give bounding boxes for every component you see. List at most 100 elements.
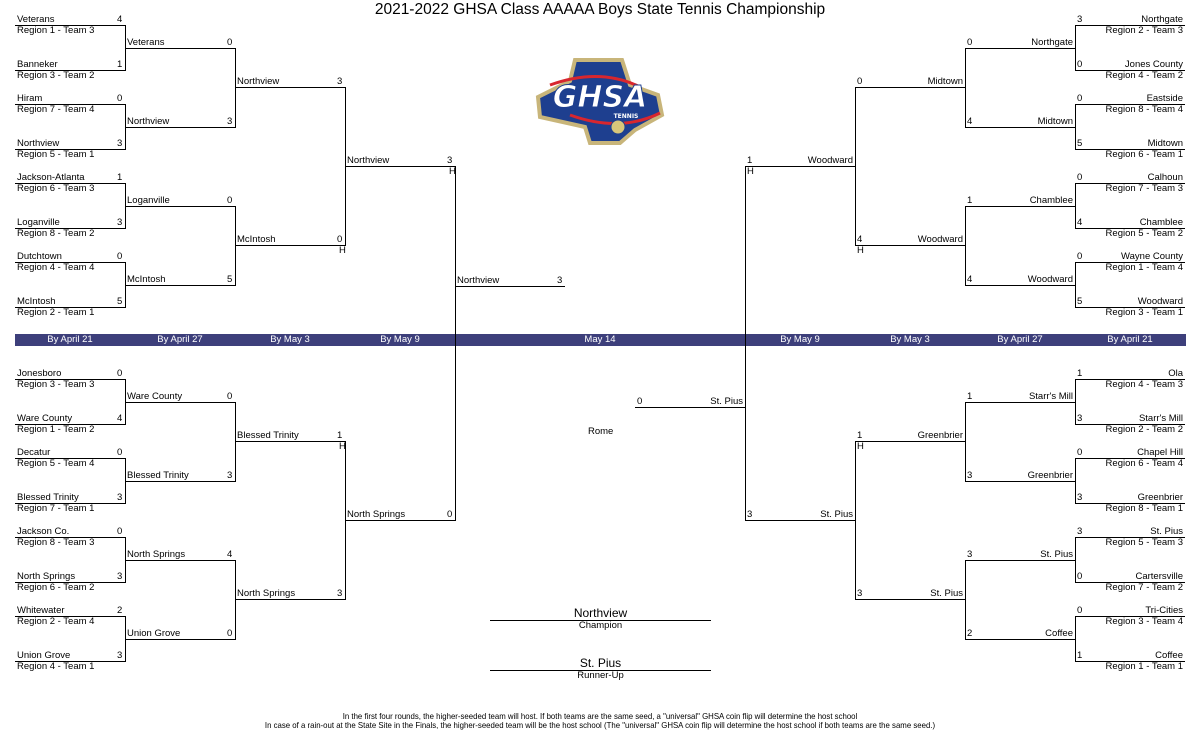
banner-label: By May 3 — [270, 334, 310, 345]
team-score: 5 — [1077, 296, 1083, 307]
bracket-line — [745, 520, 855, 521]
team-score: 3 — [117, 492, 123, 503]
bracket-connector — [1075, 458, 1076, 504]
bracket-line — [15, 262, 125, 263]
team-region: Region 7 - Team 4 — [17, 104, 95, 115]
team-score: 4 — [967, 273, 973, 285]
team-name: St. Pius — [710, 396, 743, 407]
team-score: 0 — [1077, 93, 1083, 104]
team-name: Greenbrier — [917, 430, 963, 441]
team-name: Midtown — [1147, 138, 1183, 149]
banner-label: By May 9 — [380, 334, 420, 345]
team-name: St. Pius — [820, 509, 853, 520]
team-score: 3 — [967, 469, 973, 481]
team-name: Chamblee — [1029, 194, 1073, 206]
team-name: Jackson Co. — [17, 526, 70, 537]
team-score: 1 — [117, 59, 123, 70]
team-region: Region 4 - Team 3 — [1105, 379, 1183, 390]
team-score: 0 — [117, 447, 123, 458]
bracket-line — [1075, 661, 1185, 662]
team-name: Union Grove — [127, 627, 181, 639]
bracket-line — [125, 47, 235, 49]
bracket-line — [125, 205, 235, 207]
team-region: Region 8 - Team 3 — [17, 537, 95, 548]
team-name: Blessed Trinity — [127, 469, 189, 481]
team-name: Greenbrier — [1027, 469, 1073, 481]
team-name: McIntosh — [237, 234, 276, 245]
team-score: 4 — [967, 115, 973, 127]
team-region: Region 3 - Team 3 — [17, 379, 95, 390]
team-name: Northgate — [1031, 36, 1073, 48]
team-name: Blessed Trinity — [237, 430, 299, 441]
team-name: Starr's Mill — [1028, 390, 1073, 402]
team-score: 0 — [117, 526, 123, 537]
note-line: In case of a rain-out at the State Site … — [264, 719, 936, 730]
team-name: Cartersville — [1135, 571, 1183, 582]
team-score: 0 — [1077, 59, 1083, 70]
team-region: Region 5 - Team 1 — [17, 149, 95, 160]
host-marker: H — [747, 166, 754, 177]
team-name: Calhoun — [1147, 172, 1183, 183]
bracket-connector — [1075, 183, 1076, 229]
banner-label: By April 21 — [1107, 334, 1153, 345]
bracket-line — [965, 284, 1075, 286]
bracket-line — [15, 228, 125, 229]
team-score: 4 — [1077, 217, 1083, 228]
team-score: 1 — [1077, 368, 1083, 379]
team-name: McIntosh — [127, 273, 166, 285]
team-region: Region 4 - Team 1 — [17, 661, 95, 672]
bracket-line — [15, 149, 125, 150]
bracket-line — [1075, 307, 1185, 308]
bracket-line — [235, 87, 345, 88]
team-region: Region 5 - Team 4 — [17, 458, 95, 469]
team-score: 4 — [227, 548, 233, 560]
team-region: Region 5 - Team 2 — [1105, 228, 1183, 239]
bracket-connector — [1075, 25, 1076, 71]
team-name: Northview — [17, 138, 60, 149]
team-name: St. Pius — [1150, 526, 1183, 537]
team-score: 4 — [117, 413, 123, 424]
bracket-line — [15, 183, 125, 184]
team-name: Northview — [347, 155, 390, 166]
team-score: 2 — [967, 627, 973, 639]
team-score: 3 — [227, 469, 233, 481]
team-name: Coffee — [1045, 627, 1073, 639]
team-region: Region 8 - Team 4 — [1105, 104, 1183, 115]
team-name: Whitewater — [17, 605, 65, 616]
team-name: Chamblee — [1139, 217, 1183, 228]
team-score: 0 — [117, 368, 123, 379]
bracket-line — [1075, 379, 1185, 380]
team-name: Veterans — [17, 14, 55, 25]
bracket-connector — [965, 559, 966, 640]
team-region: Region 6 - Team 4 — [1105, 458, 1183, 469]
finals-site: Rome — [588, 426, 614, 437]
team-region: Region 2 - Team 4 — [17, 616, 95, 627]
bracket-line — [15, 307, 125, 308]
bracket-line — [15, 424, 125, 425]
banner-label: By April 21 — [47, 334, 93, 345]
bracket-line — [15, 661, 125, 662]
bracket-line — [1075, 228, 1185, 229]
team-score: 3 — [557, 275, 563, 286]
team-score: 3 — [117, 571, 123, 582]
team-name: Eastside — [1146, 93, 1183, 104]
team-region: Region 8 - Team 2 — [17, 228, 95, 239]
team-region: Region 4 - Team 2 — [1105, 70, 1183, 81]
bracket-line — [125, 401, 235, 403]
bracket-line — [125, 284, 235, 286]
team-name: Ware County — [17, 413, 73, 424]
team-name: Chapel Hill — [1137, 447, 1183, 458]
bracket-line — [1075, 424, 1185, 425]
team-score: 0 — [1077, 605, 1083, 616]
team-score: 1 — [857, 430, 863, 441]
team-score: 1 — [1077, 650, 1083, 661]
bracket-line — [15, 458, 125, 459]
team-name: Jackson-Atlanta — [17, 172, 85, 183]
team-score: 3 — [1077, 14, 1083, 25]
host-marker: H — [449, 166, 456, 177]
banner-label: By April 27 — [157, 334, 203, 345]
bracket-connector — [1075, 616, 1076, 662]
team-score: 1 — [747, 155, 753, 166]
team-name: Ola — [1168, 368, 1183, 379]
